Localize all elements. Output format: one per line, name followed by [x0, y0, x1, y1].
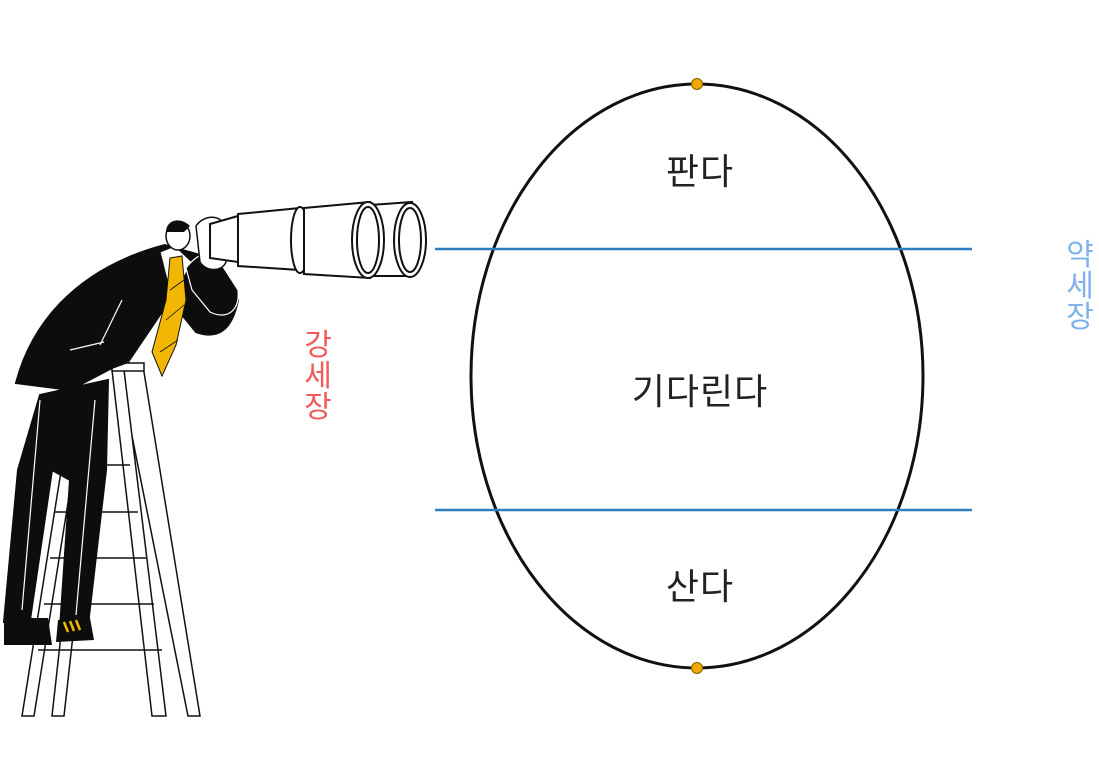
top-marker-dot	[691, 78, 703, 90]
strong-market-char: 세	[304, 359, 332, 394]
zone-label-sell: 판다	[665, 152, 735, 193]
man-figure	[2, 216, 240, 645]
weak-market-char: 세	[1066, 269, 1094, 304]
strong-market-label: 강 세 장	[298, 330, 338, 423]
left-shoe	[4, 618, 52, 645]
hair	[166, 220, 190, 232]
zone-label-buy: 산다	[665, 567, 735, 608]
strong-market-char: 장	[304, 390, 332, 425]
binoculars-icon	[209, 200, 427, 280]
market-ellipse-group	[435, 78, 972, 674]
bottom-marker-dot	[691, 662, 703, 674]
weak-market-char: 약	[1066, 238, 1094, 273]
zone-label-wait: 기다린다	[631, 372, 769, 413]
right-shoe	[56, 618, 94, 642]
strong-market-char: 강	[304, 328, 332, 363]
weak-market-char: 장	[1066, 300, 1094, 335]
weak-market-label: 약 세 장	[1060, 240, 1099, 333]
tie	[151, 255, 187, 378]
trousers	[2, 378, 110, 630]
